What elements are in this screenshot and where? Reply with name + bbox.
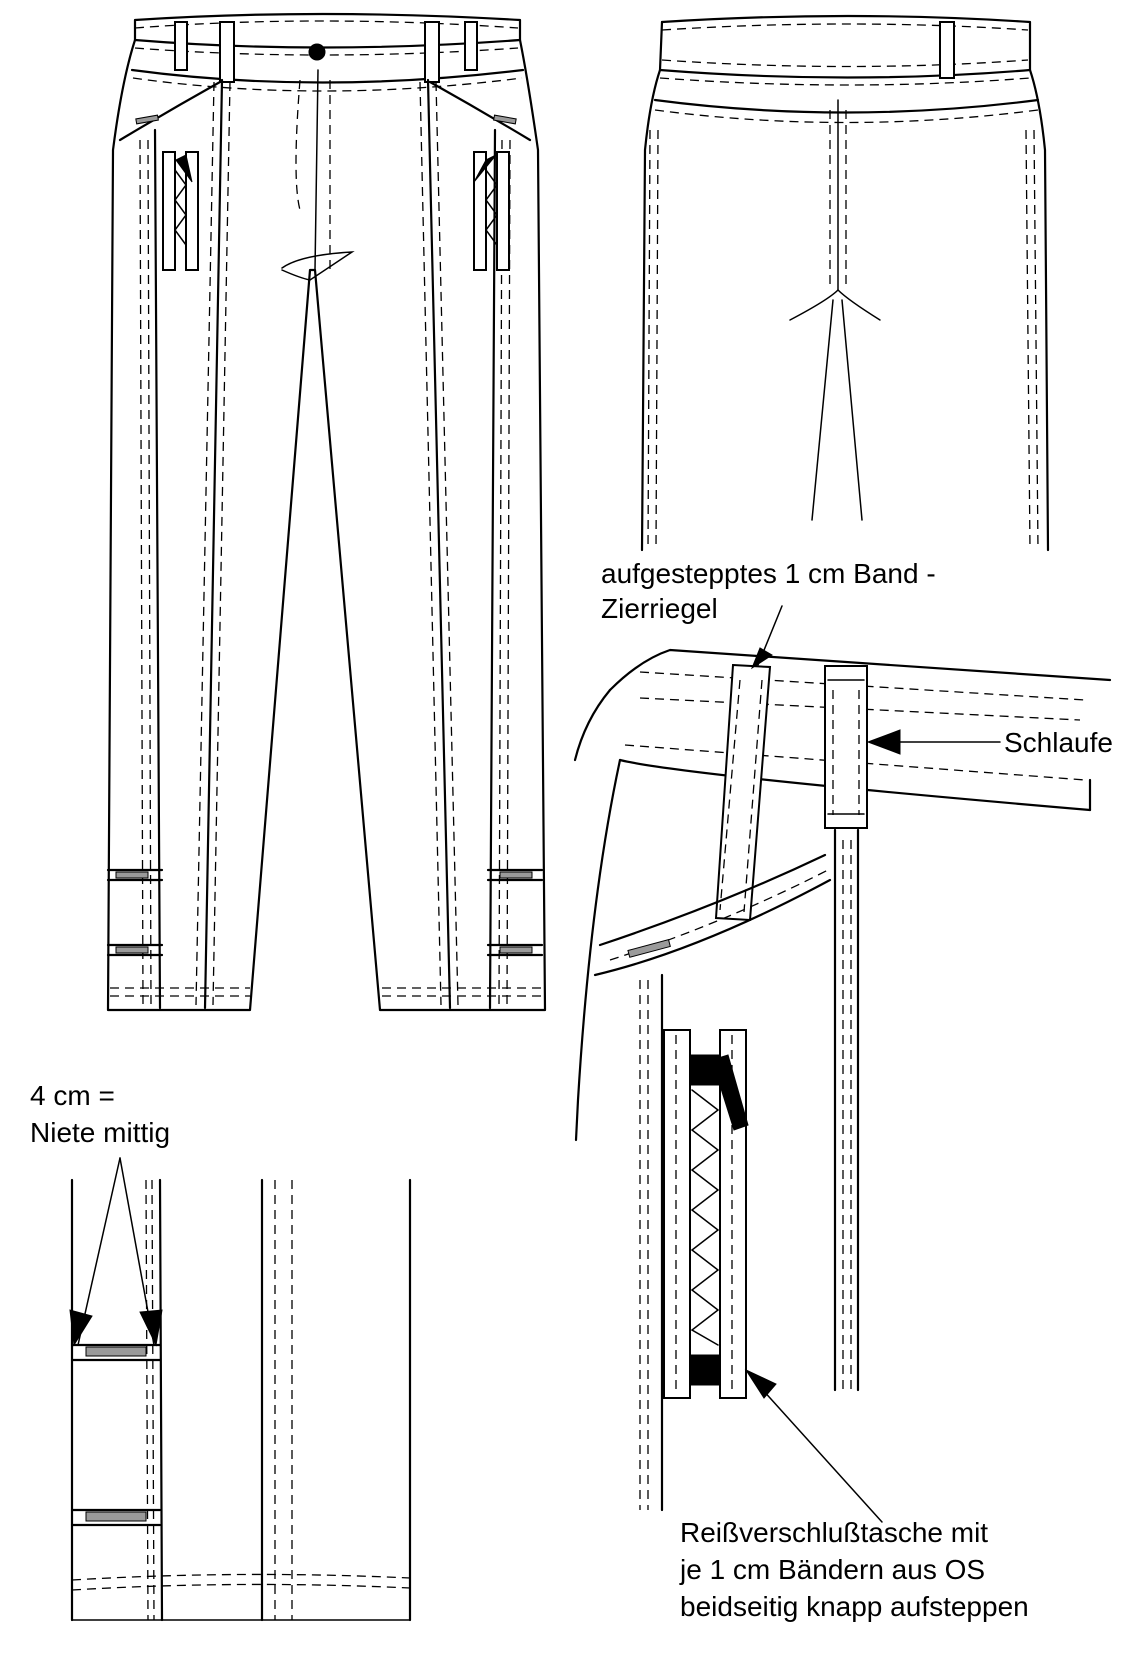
arrow-icon (69, 1309, 93, 1347)
label-pocket-line2: je 1 cm Bändern aus OS (679, 1554, 985, 1585)
belt-loop (219, 21, 235, 83)
arrow-icon (744, 1368, 777, 1399)
label-rivet-line1: 4 cm = (30, 1080, 115, 1111)
label-band-line1: aufgestepptes 1 cm Band - (601, 558, 936, 589)
label-pocket-line3: beidseitig knapp aufsteppen (680, 1591, 1029, 1622)
label-rivet-line2: Niete mittig (30, 1117, 170, 1148)
front-view (106, 12, 547, 1012)
arrow-icon (750, 647, 773, 670)
button-icon (308, 43, 326, 61)
label-band-line2: Zierriegel (601, 593, 718, 624)
label-loop: Schlaufe (1004, 727, 1113, 758)
detail-waistband (573, 648, 1112, 1512)
belt-loop-detail (824, 665, 868, 829)
belt-loop (424, 21, 440, 83)
belt-loop (174, 21, 188, 71)
detail-hem (70, 1178, 412, 1622)
back-view (640, 14, 1050, 552)
arrow-icon (139, 1309, 163, 1347)
belt-loop (939, 21, 955, 79)
arrow-icon (866, 729, 901, 755)
belt-loop (464, 21, 478, 71)
label-pocket-line1: Reißverschlußtasche mit (680, 1517, 988, 1548)
